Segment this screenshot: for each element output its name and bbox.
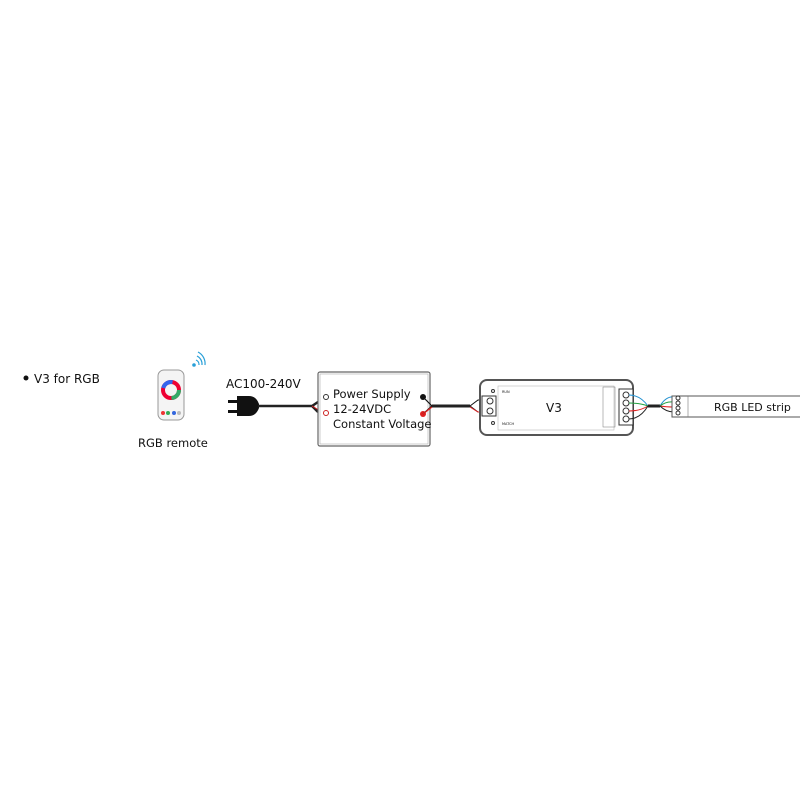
ac-plug-icon bbox=[228, 396, 259, 416]
rgb-remote bbox=[157, 369, 185, 421]
v3-controller bbox=[479, 379, 634, 436]
power-supply-line3: Constant Voltage bbox=[333, 417, 432, 431]
rgb-led-strip bbox=[671, 395, 800, 418]
bullet-icon bbox=[23, 375, 29, 381]
diagram-title: V3 for RGB bbox=[34, 372, 100, 386]
remote-label: RGB remote bbox=[138, 436, 208, 450]
controller-name: V3 bbox=[546, 401, 562, 415]
ac-voltage-label: AC100-240V bbox=[226, 377, 302, 391]
led-strip-label: RGB LED strip bbox=[714, 401, 791, 414]
run-indicator-label: RUN bbox=[502, 390, 510, 394]
match-button-label: MATCH bbox=[502, 422, 515, 426]
power-supply-line1: Power Supply bbox=[333, 387, 411, 401]
power-supply-line2: 12-24VDC bbox=[333, 402, 391, 416]
wireless-signal-icon bbox=[192, 351, 206, 367]
power-supply-box bbox=[317, 371, 431, 447]
